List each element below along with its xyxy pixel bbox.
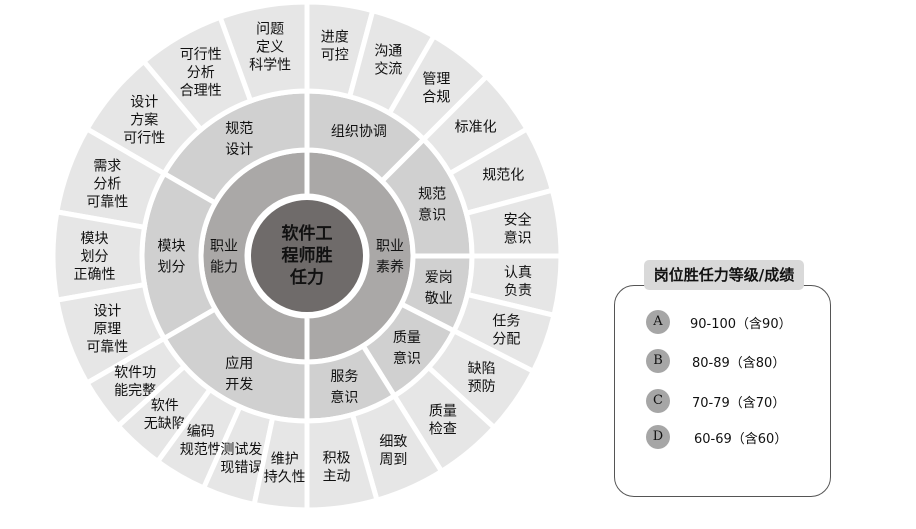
legend-row-c: C 70-79（含70）: [646, 389, 785, 413]
category-label: 职业素养: [376, 239, 404, 276]
subcategory-label: 规范设计: [225, 120, 253, 158]
indicator-label: 可行性分析合理性: [180, 47, 222, 99]
indicator-label: 积极主动: [323, 450, 351, 484]
subcategory-label: 应用开发: [225, 355, 253, 393]
grade-badge: C: [646, 389, 670, 413]
indicator-segment: [53, 125, 168, 231]
subcategory-label: 服务意识: [330, 369, 358, 406]
indicator-segment: [251, 414, 310, 513]
indicator-label: 模块划分正确性: [74, 231, 116, 283]
indicator-label: 任务分配: [492, 314, 520, 348]
indicator-label: 缺陷预防: [468, 361, 496, 395]
indicator-segment: [200, 403, 276, 508]
indicator-segment: [154, 385, 244, 492]
grade-range: 70-79（含70）: [692, 395, 786, 411]
indicator-label: 沟通交流: [374, 44, 402, 78]
indicator-label: 细致周到: [379, 434, 407, 468]
indicator-label: 安全意识: [504, 211, 532, 246]
subcategory-label: 规范意识: [418, 186, 446, 224]
indicator-segment: [53, 281, 168, 387]
indicator-label: 标准化: [455, 120, 497, 136]
indicator-label: 认真负责: [504, 265, 532, 299]
grade-badge: B: [646, 349, 670, 373]
indicator-segment: [114, 362, 214, 465]
legend-row-d: D 60-69（含60）: [646, 425, 787, 449]
indicator-label: 进度可控: [321, 29, 349, 63]
indicator-label: 规范化: [482, 167, 524, 184]
subcategory-label: 爱岗敬业: [425, 270, 453, 307]
subcategory-label: 组织协调: [331, 124, 387, 140]
subcategory-label: 模块划分: [158, 239, 186, 276]
indicator-segment: [140, 14, 254, 134]
indicator-label: 设计原理可靠性: [86, 304, 128, 356]
grade-range: 90-100（含90）: [690, 316, 792, 332]
indicator-segment: [83, 335, 188, 430]
category-label: 职业能力: [210, 239, 238, 276]
indicator-label: 编码规范性: [180, 424, 222, 458]
legend-row-b: B 80-89（含80）: [646, 349, 785, 373]
indicator-label: 测试发现错误: [220, 442, 262, 476]
grade-range: 60-69（含60）: [694, 431, 788, 447]
center-label: 软件工程师胜任力: [282, 223, 333, 288]
indicator-segment: [304, 411, 381, 513]
indicator-label: 管理合规: [422, 71, 450, 105]
grade-badge: D: [646, 425, 670, 449]
indicator-label: 维护持久性: [264, 451, 306, 485]
grade-range: 80-89（含80）: [692, 355, 786, 371]
indicator-label: 质量检查: [429, 403, 457, 437]
indicator-label: 需求分析可靠性: [86, 158, 128, 210]
grade-badge: A: [646, 310, 670, 334]
legend-row-a: A 90-100（含90）: [646, 310, 792, 334]
indicator-label: 软件功能完整: [114, 365, 156, 399]
subcategory-label: 质量意识: [393, 330, 421, 367]
legend-title: 岗位胜任力等级/成绩: [644, 260, 804, 290]
indicator-label: 软件无缺陷: [144, 398, 186, 432]
center-circle: [247, 196, 367, 316]
indicator-label: 设计方案可行性: [123, 94, 165, 146]
indicator-label: 问题定义科学性: [249, 22, 291, 74]
indicator-segment: [50, 208, 148, 304]
indicator-segment: [83, 57, 205, 177]
